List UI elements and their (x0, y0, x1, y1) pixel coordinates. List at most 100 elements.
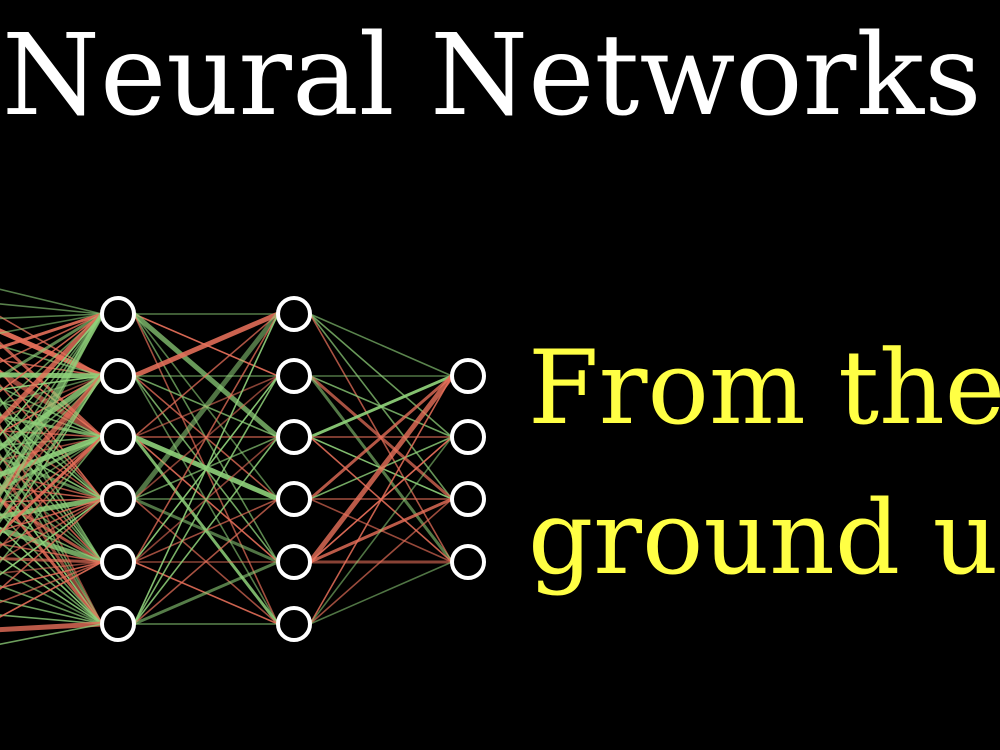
input-edge (0, 621, 105, 633)
input-edge (0, 442, 103, 500)
input-edge (0, 614, 103, 625)
input-edge (0, 526, 105, 565)
layer-edge (133, 313, 279, 438)
input-edge (0, 313, 103, 437)
layer-edge (131, 311, 281, 379)
layer-edge (133, 313, 279, 563)
input-edge (0, 541, 103, 625)
input-edge (0, 498, 103, 503)
layer-edge (133, 313, 279, 625)
input-edge (0, 312, 104, 512)
subtitle-line-2: ground u (528, 479, 999, 598)
input-edge (0, 511, 103, 625)
connection-lines (0, 288, 455, 645)
layer-2-neuron-4 (276, 481, 312, 517)
input-edge (0, 498, 103, 547)
layer-1-neuron-6 (100, 606, 136, 642)
layer-1-neuron-3 (100, 419, 136, 455)
subtitle-line-1: From the (528, 329, 1000, 448)
layer-edge (309, 561, 453, 625)
input-edge (0, 312, 104, 379)
layer-edge (133, 498, 279, 625)
title: Neural Networks (2, 11, 982, 141)
layer-edge (133, 375, 279, 625)
input-edge (0, 375, 103, 464)
input-edge (0, 436, 103, 461)
layer-2-neuron-3 (276, 419, 312, 455)
output-layer-neuron-4 (450, 544, 486, 580)
input-edge (0, 372, 105, 379)
input-edge (0, 557, 104, 564)
neurons (100, 296, 486, 642)
layer-2-neuron-1 (276, 296, 312, 332)
input-edge (0, 436, 103, 505)
input-edge (0, 436, 103, 549)
input-edge (0, 561, 103, 604)
input-edge (0, 313, 103, 364)
layer-edge (307, 373, 455, 565)
output-layer-neuron-1 (450, 358, 486, 394)
input-edge (0, 374, 104, 524)
input-edge (0, 561, 103, 589)
layer-1-neuron-5 (100, 544, 136, 580)
input-edge (0, 435, 104, 535)
input-edge (0, 288, 103, 315)
input-edge (0, 498, 103, 562)
input-edge (0, 482, 103, 625)
input-edge (0, 436, 103, 447)
input-edge (0, 436, 103, 520)
input-edge (0, 313, 103, 320)
input-edge (0, 570, 103, 625)
input-edge (0, 498, 103, 591)
input-edge (0, 435, 104, 491)
layer-edge (309, 313, 453, 377)
input-edge (0, 498, 103, 532)
layer-2-neuron-6 (276, 606, 312, 642)
input-edge (0, 312, 104, 350)
input-edge (0, 414, 104, 439)
layer-1-neuron-2 (100, 358, 136, 394)
input-edge (0, 375, 103, 391)
input-edge (0, 373, 105, 451)
input-edge (0, 561, 103, 618)
output-layer-neuron-2 (450, 419, 486, 455)
input-edge (0, 427, 103, 500)
layer-edge (309, 436, 453, 625)
input-edge (0, 313, 103, 466)
input-edge (0, 623, 103, 645)
input-edge (0, 498, 103, 576)
input-edge (0, 313, 103, 393)
input-edge (0, 375, 103, 420)
layer-2-neuron-5 (276, 544, 312, 580)
input-edge (0, 375, 103, 508)
input-edge (0, 313, 103, 407)
input-edge (0, 496, 105, 519)
input-edge (0, 514, 103, 563)
layer-edge (309, 375, 453, 625)
input-edge (0, 436, 103, 564)
input-edge (0, 375, 103, 435)
layer-edge (131, 311, 281, 502)
layer-edge (308, 374, 454, 501)
input-edge (0, 311, 105, 425)
layer-1-neuron-4 (100, 481, 136, 517)
input-edge (0, 313, 103, 451)
layer-edge (133, 436, 279, 625)
input-edge (0, 430, 103, 438)
layer-edge (132, 560, 280, 626)
layer-1-neuron-1 (100, 296, 136, 332)
input-edge (0, 484, 103, 563)
input-edge (0, 375, 103, 405)
input-edge (0, 555, 103, 625)
input-edge (0, 561, 103, 575)
input-edge (0, 313, 103, 334)
input-edge (0, 526, 103, 625)
layer-edge (309, 498, 453, 625)
input-edge (0, 311, 105, 499)
output-layer-neuron-3 (450, 481, 486, 517)
input-edge (0, 375, 103, 479)
input-edge (0, 543, 103, 563)
layer-2-neuron-2 (276, 358, 312, 394)
